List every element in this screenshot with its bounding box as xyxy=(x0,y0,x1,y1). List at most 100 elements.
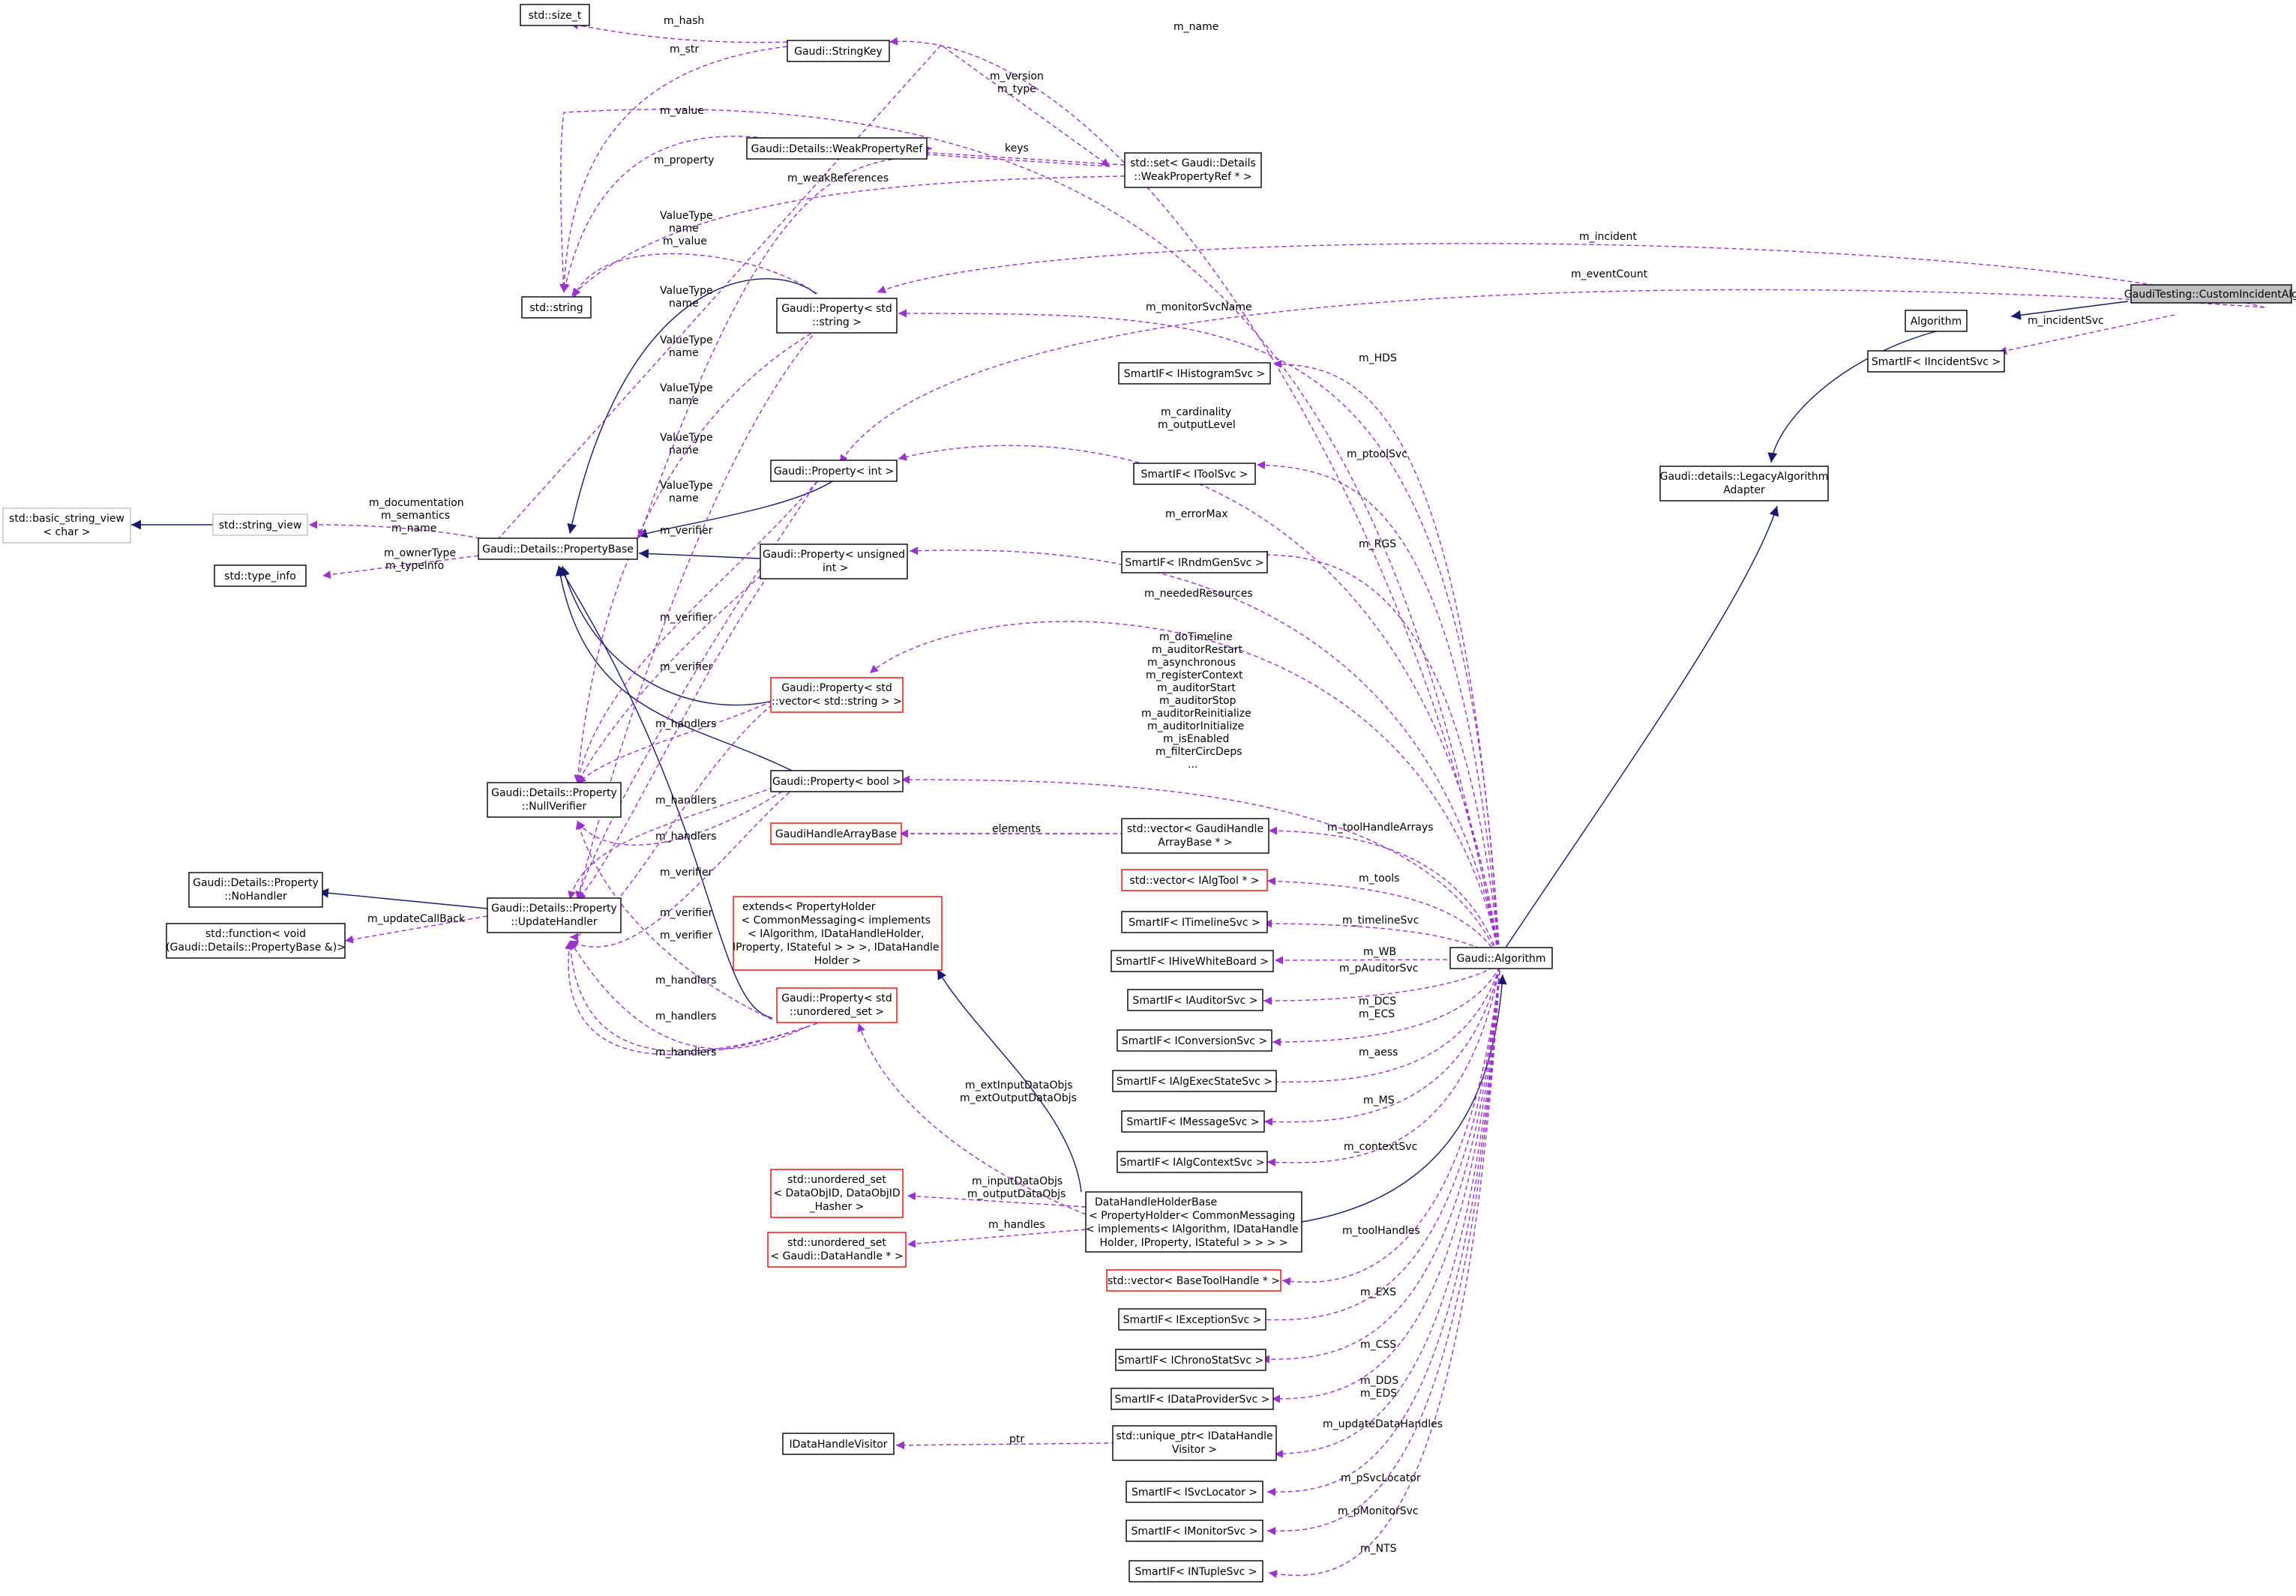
node-weak-property-ref[interactable]: Gaudi::Details::WeakPropertyRef xyxy=(746,137,928,160)
edge-update-to-nohandler xyxy=(318,888,488,909)
node-smartif-itimelinesvc[interactable]: SmartIF< ITimelineSvc > xyxy=(1121,911,1268,933)
edge-label-m-ms: m_MS xyxy=(1363,1094,1395,1106)
node-gaudi-handle-array-base[interactable]: GaudiHandleArrayBase xyxy=(770,822,902,845)
svg-text:SmartIF< IMessageSvc >: SmartIF< IMessageSvc > xyxy=(1126,1116,1259,1128)
node-smartif-ichronostatsvc[interactable]: SmartIF< IChronoStatSvc > xyxy=(1115,1349,1266,1371)
svg-text:Gaudi::Property< bool >: Gaudi::Property< bool > xyxy=(772,776,901,788)
edge-label-m-updatedatahandles: m_updateDataHandles xyxy=(1323,1418,1443,1430)
svg-text:SmartIF< ITimelineSvc >: SmartIF< ITimelineSvc > xyxy=(1129,917,1260,929)
node-idatahandlevisitor[interactable]: IDataHandleVisitor xyxy=(782,1433,895,1455)
node-property-vector-string[interactable]: Gaudi::Property< std::vector< std::strin… xyxy=(770,677,904,713)
svg-text:std::vector< GaudiHandleArrayB: std::vector< GaudiHandleArrayBase * > xyxy=(1127,823,1263,849)
edge-legacy-to-algorithm xyxy=(1767,328,1949,463)
node-null-verifier[interactable]: Gaudi::Details::Property::NullVerifier xyxy=(487,782,622,818)
svg-text:SmartIF< IExceptionSvc >: SmartIF< IExceptionSvc > xyxy=(1123,1314,1262,1326)
node-property-std-string[interactable]: Gaudi::Property< std::string > xyxy=(776,298,898,334)
edge-label-m-incidentsvc: m_incidentSvc xyxy=(2028,315,2104,327)
node-smartif-ihistogramsvc[interactable]: SmartIF< IHistogramSvc > xyxy=(1118,362,1271,385)
node-property-base[interactable]: Gaudi::Details::PropertyBase xyxy=(478,537,638,560)
node-std-vector-ialgtool[interactable]: std::vector< IAlgTool * > xyxy=(1121,869,1268,891)
node-smartif-iconversionsvc[interactable]: SmartIF< IConversionSvc > xyxy=(1117,1029,1272,1052)
node-data-handle-holder-base[interactable]: DataHandleHolderBase < PropertyHolder< C… xyxy=(1085,1191,1302,1253)
node-smartif-iauditorsvc[interactable]: SmartIF< IAuditorSvc > xyxy=(1127,989,1263,1011)
node-update-handler[interactable]: Gaudi::Details::Property::UpdateHandler xyxy=(487,897,622,933)
node-string-key[interactable]: Gaudi::StringKey xyxy=(787,40,890,62)
node-custom-incident-alg[interactable]: GaudiTesting::CustomIncidentAlg xyxy=(2124,284,2296,304)
edge-label-m-name: m_name xyxy=(1173,21,1218,33)
node-smartif-itoolsvc[interactable]: SmartIF< IToolSvc > xyxy=(1133,463,1256,485)
svg-text:SmartIF< IChronoStatSvc >: SmartIF< IChronoStatSvc > xyxy=(1118,1355,1263,1367)
node-extends-holder[interactable]: extends< PropertyHolder < CommonMessagin… xyxy=(733,896,943,971)
node-std-type-info[interactable]: std::type_info xyxy=(214,564,307,587)
edge-label-m-verifier-1: m_verifier xyxy=(660,525,713,537)
node-algorithm[interactable]: Algorithm xyxy=(1905,310,1968,332)
edge-label-m-toolhandlearrays: m_toolHandleArrays xyxy=(1327,822,1434,834)
svg-text:DataHandleHolderBase <: DataHandleHolderBase < PropertyHolder< C… xyxy=(1086,1196,1302,1249)
edge-propuset-to-base xyxy=(558,565,773,1019)
node-smartif-ihivewhiteboard[interactable]: SmartIF< IHiveWhiteBoard > xyxy=(1111,950,1274,972)
svg-text:std::size_t: std::size_t xyxy=(529,10,582,22)
node-smartif-ialgcontextsvc[interactable]: SmartIF< IAlgContextSvc > xyxy=(1117,1151,1268,1173)
svg-text:extends< PropertyHolder: extends< PropertyHolder < CommonMessagin… xyxy=(733,901,943,967)
node-smartif-idataprovidersvc[interactable]: SmartIF< IDataProviderSvc > xyxy=(1111,1388,1274,1410)
edge-propstring-to-base xyxy=(567,278,817,534)
svg-text:std::vector< BaseToolHandle *: std::vector< BaseToolHandle * > xyxy=(1108,1275,1280,1287)
edge-label-m-css: m_CSS xyxy=(1360,1339,1396,1351)
node-property-unsigned-int[interactable]: Gaudi::Property< unsigned int > xyxy=(760,543,908,579)
node-no-handler[interactable]: Gaudi::Details::Property::NoHandler xyxy=(188,872,323,908)
node-std-vector-basetoolhandle[interactable]: std::vector< BaseToolHandle * > xyxy=(1106,1269,1281,1292)
node-smartif-imonitorsvc[interactable]: SmartIF< IMonitorSvc > xyxy=(1126,1520,1263,1542)
node-property-bool[interactable]: Gaudi::Property< bool > xyxy=(770,770,904,792)
edge-label-m-verifier-4: m_verifier xyxy=(660,867,713,879)
svg-text:SmartIF< IAlgContextSvc >: SmartIF< IAlgContextSvc > xyxy=(1120,1157,1264,1169)
edge-label-m-aess: m_aess xyxy=(1359,1047,1398,1059)
node-property-unordered-set[interactable]: Gaudi::Property< std::unordered_set > xyxy=(776,987,898,1023)
edge-label-m-nts: m_NTS xyxy=(1360,1543,1397,1555)
edge-label-m-handlers-2: m_handlers xyxy=(655,795,716,807)
node-std-string-view[interactable]: std::string_view xyxy=(212,514,308,536)
edge-label-ptr: ptr xyxy=(1009,1433,1024,1445)
edge-label-m-monitorsvcname: m_monitorSvcName xyxy=(1146,301,1252,313)
node-property-int[interactable]: Gaudi::Property< int > xyxy=(770,460,898,482)
node-std-size-t[interactable]: std::size_t xyxy=(520,4,590,26)
svg-text:SmartIF< IMonitorSvc >: SmartIF< IMonitorSvc > xyxy=(1131,1526,1257,1538)
svg-text:Gaudi::Property< std::unordere: Gaudi::Property< std::unordered_set > xyxy=(781,993,892,1018)
svg-text:std::string_view: std::string_view xyxy=(219,520,302,532)
node-smartif-imessagesvc[interactable]: SmartIF< IMessageSvc > xyxy=(1121,1110,1265,1133)
edge-label-m-tools: m_tools xyxy=(1359,873,1399,885)
node-smartif-irndmgensvc[interactable]: SmartIF< IRndmGenSvc > xyxy=(1121,551,1268,573)
svg-text:Gaudi::Details::Property::Null: Gaudi::Details::Property::NullVerifier xyxy=(491,787,617,813)
node-std-basic-string-view[interactable]: std::basic_string_view< char > xyxy=(2,508,131,543)
svg-text:SmartIF< IAuditorSvc >: SmartIF< IAuditorSvc > xyxy=(1133,995,1258,1007)
node-smartif-isvclocator[interactable]: SmartIF< ISvcLocator > xyxy=(1126,1481,1263,1503)
svg-text:GaudiTesting::CustomIncidentAl: GaudiTesting::CustomIncidentAlg xyxy=(2124,289,2296,301)
node-unordered-set-dataobjid[interactable]: std::unordered_set< DataObjID, DataObjID… xyxy=(770,1169,904,1218)
node-smartif-iincidentsvc[interactable]: SmartIF< IIncidentSvc > xyxy=(1867,350,2005,373)
node-std-string[interactable]: std::string xyxy=(521,296,592,319)
node-smartif-iexceptionsvc[interactable]: SmartIF< IExceptionSvc > xyxy=(1118,1308,1266,1331)
node-gaudi-algorithm[interactable]: Gaudi::Algorithm xyxy=(1449,947,1553,969)
node-std-set-weakref[interactable]: std::set< Gaudi::Details::WeakPropertyRe… xyxy=(1124,152,1262,188)
edge-label-m-handlers-5: m_handlers xyxy=(655,1011,716,1023)
node-smartif-intuplesvc[interactable]: SmartIF< INTupleSvc > xyxy=(1129,1560,1263,1583)
edge-propint-to-base xyxy=(637,481,833,538)
node-std-function[interactable]: std::function< void(Gaudi::Details::Prop… xyxy=(166,923,346,959)
svg-text:std::string: std::string xyxy=(529,302,583,314)
svg-text:Gaudi::Details::Property::NoHa: Gaudi::Details::Property::NoHandler xyxy=(193,877,319,903)
node-unordered-set-datahandle[interactable]: std::unordered_set< Gaudi::DataHandle * … xyxy=(767,1232,907,1268)
svg-text:Gaudi::Property< int >: Gaudi::Property< int > xyxy=(774,466,894,478)
edge-label-m-neededresources: m_neededResources xyxy=(1144,588,1253,600)
edge-label-m-eventcount: m_eventCount xyxy=(1571,268,1648,280)
edge-label-m-pauditorsvc: m_pAuditorSvc xyxy=(1339,963,1418,975)
edge-algorithm-to-custom xyxy=(2010,301,2129,320)
edge-label-m-toolhandles: m_toolHandles xyxy=(1342,1225,1420,1237)
node-smartif-ialgexecstatesvc[interactable]: SmartIF< IAlgExecStateSvc > xyxy=(1112,1070,1277,1092)
